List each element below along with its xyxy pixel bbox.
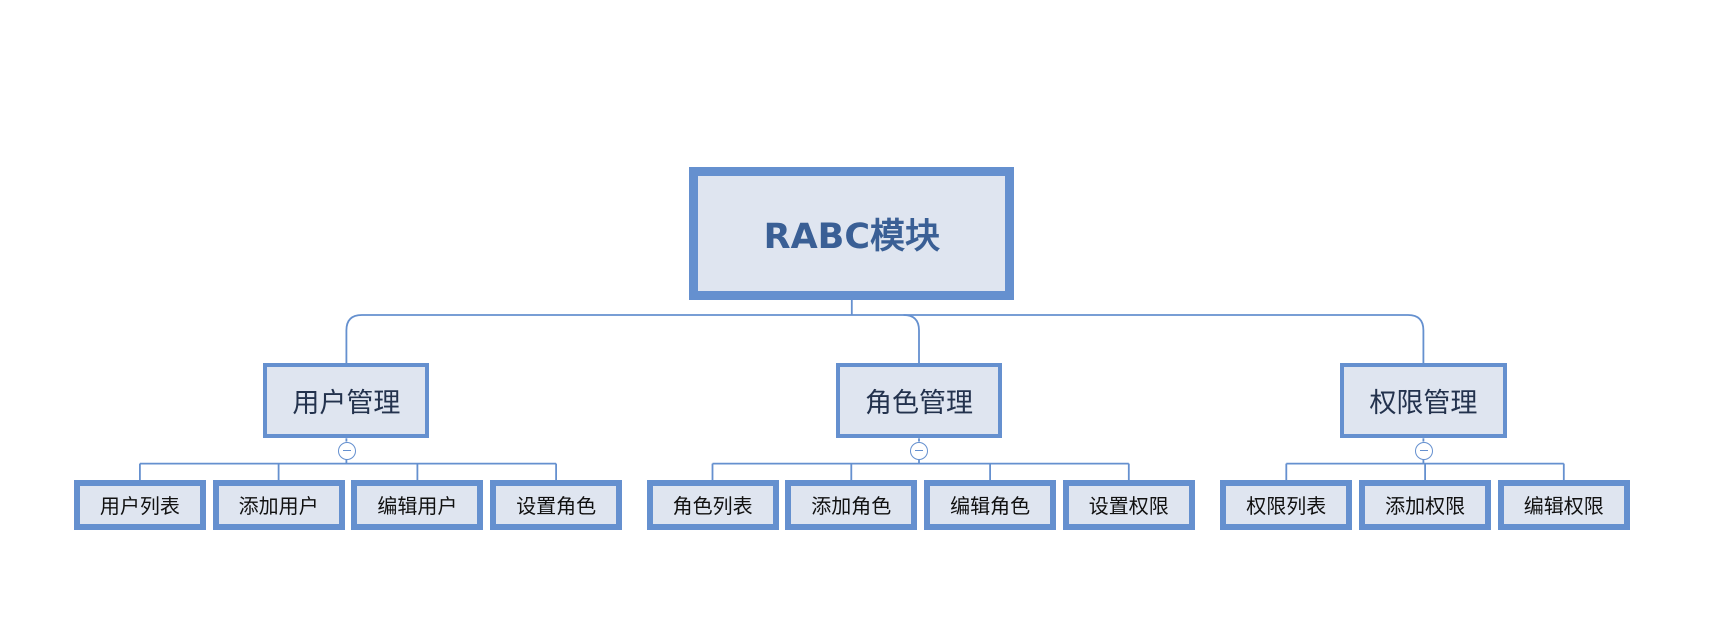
minus-circle-icon[interactable] [910, 441, 929, 460]
leaf-node-set-role[interactable]: 设置角色 [490, 480, 623, 530]
branch-node-role-management[interactable]: 角色管理 [835, 363, 1003, 439]
leaf-node-add-role[interactable]: 添加角色 [785, 480, 918, 530]
leaf-node-edit-role[interactable]: 编辑角色 [924, 480, 1057, 530]
leaf-node-set-permission[interactable]: 设置权限 [1062, 480, 1195, 530]
branch-node-user-management[interactable]: 用户管理 [263, 363, 430, 439]
leaf-label: 权限列表 [1246, 494, 1327, 519]
branch-label: 用户管理 [292, 388, 401, 420]
minus-circle-icon[interactable] [337, 441, 356, 460]
leaf-label: 添加角色 [811, 494, 892, 519]
leaf-node-edit-permission[interactable]: 编辑权限 [1497, 480, 1630, 530]
leaf-label: 编辑用户 [377, 494, 458, 519]
root-node[interactable]: RABC模块 [689, 167, 1015, 300]
leaf-node-role-list[interactable]: 角色列表 [646, 480, 779, 530]
leaf-label: 添加用户 [238, 494, 319, 519]
minus-circle-icon[interactable] [1414, 441, 1433, 460]
leaf-label: 设置权限 [1088, 494, 1169, 519]
branch-drop-line [903, 314, 920, 364]
leaf-node-edit-user[interactable]: 编辑用户 [351, 480, 484, 530]
leaf-label: 用户列表 [99, 494, 180, 519]
leaf-label: 编辑角色 [950, 494, 1031, 519]
leaf-label: 编辑权限 [1523, 494, 1604, 519]
branch-bus-line [345, 314, 1425, 364]
root-label: RABC模块 [763, 216, 941, 257]
leaf-node-user-list[interactable]: 用户列表 [73, 480, 206, 530]
leaf-label: 添加权限 [1385, 494, 1466, 519]
leaf-node-add-user[interactable]: 添加用户 [212, 480, 345, 530]
leaf-label: 设置角色 [516, 494, 597, 519]
branch-label: 角色管理 [865, 388, 974, 420]
leaf-node-add-permission[interactable]: 添加权限 [1359, 480, 1492, 530]
branch-node-permission-management[interactable]: 权限管理 [1340, 363, 1507, 439]
branch-label: 权限管理 [1369, 388, 1478, 420]
leaf-node-permission-list[interactable]: 权限列表 [1220, 480, 1353, 530]
leaf-label: 角色列表 [672, 494, 753, 519]
